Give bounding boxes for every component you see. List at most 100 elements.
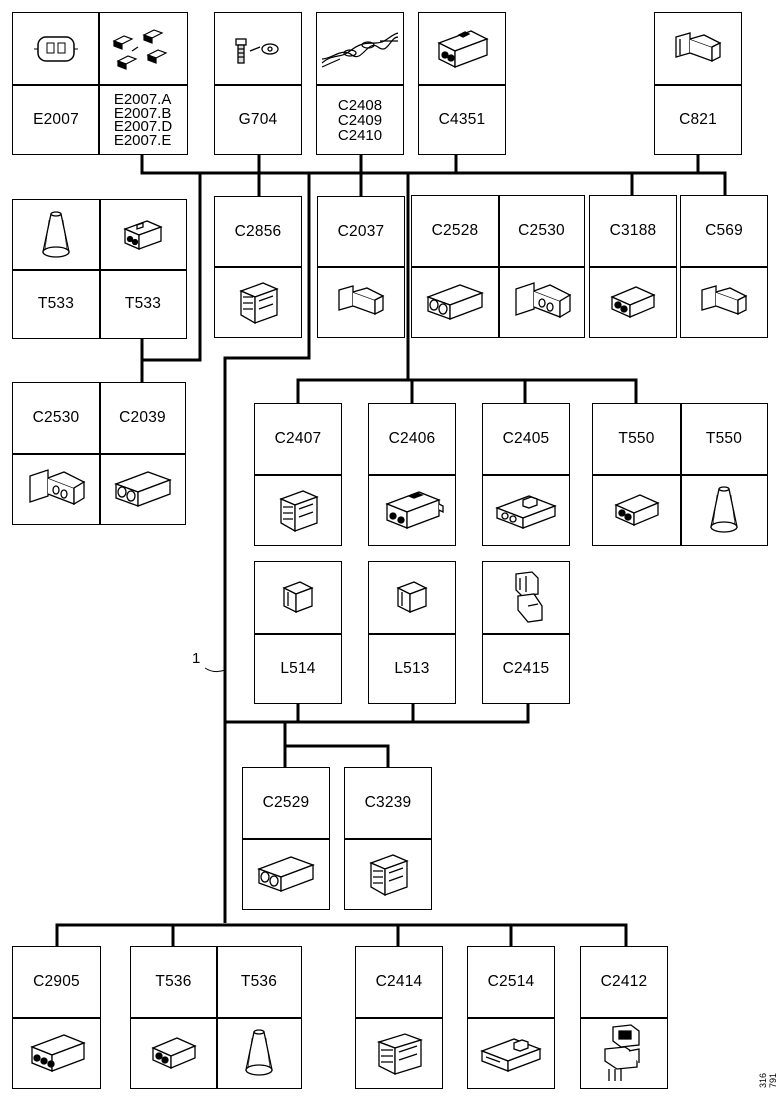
terminal-boot-icon (681, 475, 767, 545)
connector-box-c2528-c2530: C2528 C2530 (411, 195, 585, 338)
callout-1: 1 (192, 650, 201, 667)
housing-connector-icon (100, 200, 186, 269)
label-e2007-a: E2007.A (113, 91, 172, 108)
plug-connector-icon (655, 13, 741, 84)
terminal-boot-icon (217, 1018, 301, 1088)
label-g704: G704 (238, 111, 278, 128)
sealed-connector-icon (255, 475, 341, 545)
label-c4351: C4351 (438, 111, 486, 128)
label-t550-housing: T550 (618, 430, 655, 447)
connector-box-c2408: C2408 C2409 C2410 (316, 12, 404, 155)
square-connector-icon (13, 13, 99, 84)
connector-box-e2007: E2007 E2007.A E2007.B E2007.D E2007.E (12, 12, 188, 155)
three-pin-connector-icon (100, 454, 185, 524)
latch-connector-icon (499, 267, 584, 337)
three-pin-connector-icon (412, 267, 498, 337)
connector-box-c2412: C2412 (580, 946, 668, 1089)
latch-connector-icon (13, 454, 99, 524)
housing-connector-icon (131, 1018, 216, 1088)
label-c2529: C2529 (262, 794, 310, 811)
connector-box-c2856: C2856 (214, 196, 302, 338)
connector-box-c2530-c2039: C2530 C2039 (12, 382, 186, 525)
connector-box-c2037: C2037 (317, 196, 405, 338)
label-t550-boot: T550 (705, 430, 743, 447)
label-l514: L514 (280, 659, 316, 677)
plug-connector-icon (681, 267, 767, 337)
sealed-connector-icon (356, 1018, 442, 1088)
connector-box-l513: L513 (368, 561, 456, 704)
flat-connector-icon (468, 1018, 554, 1088)
plug-connector-icon (318, 267, 404, 337)
label-c2409: C2409 (337, 111, 383, 129)
label-t533-housing: T533 (124, 295, 162, 312)
label-c569: C569 (705, 222, 743, 239)
label-e2007-b: E2007.B (113, 104, 172, 122)
connector-box-t550: T550 T550 (592, 403, 768, 546)
label-e2007-e: E2007.E (113, 131, 172, 149)
label-c2408-group: C2408 C2409 C2410 (338, 98, 382, 143)
connector-box-c2406: C2406 (368, 403, 456, 546)
label-t533-boot: T533 (37, 295, 75, 312)
twisted-wire-splice-icon (317, 13, 403, 84)
connector-box-c2905: C2905 (12, 946, 101, 1089)
housing-connector-icon (590, 267, 676, 337)
connector-box-c821: C821 (654, 12, 742, 155)
connector-box-g704: G704 (214, 12, 302, 155)
label-c2514: C2514 (487, 973, 535, 990)
label-c2037: C2037 (337, 222, 385, 240)
label-c2407: C2407 (274, 430, 322, 447)
connector-box-c2529: C2529 (242, 767, 330, 910)
connector-box-t533: T533 T533 (12, 199, 187, 339)
connector-box-c4351: C4351 (418, 12, 506, 155)
label-c2530-left: C2530 (32, 409, 80, 426)
lamp-socket-icon (369, 562, 455, 633)
terminal-boot-icon (13, 200, 99, 269)
three-pin-connector-icon (243, 839, 329, 909)
lamp-socket-icon (255, 562, 341, 633)
angled-connector-icon (483, 562, 569, 633)
label-c2530-top: C2530 (518, 222, 565, 239)
sealed-connector-icon (215, 267, 301, 337)
ground-bolt-icon (215, 13, 301, 84)
label-e2007: E2007 (33, 111, 79, 128)
label-c2856: C2856 (234, 222, 282, 240)
sealed-connector-icon (345, 839, 431, 909)
label-c2410: C2410 (337, 126, 383, 144)
label-c2408: C2408 (337, 96, 383, 114)
flat-connector-icon (483, 475, 569, 545)
label-e2007-variants: E2007.A E2007.B E2007.D E2007.E (113, 91, 173, 149)
connector-box-c569: C569 (680, 195, 768, 338)
label-c2414: C2414 (375, 973, 423, 990)
label-l513: L513 (394, 659, 430, 677)
label-c2905: C2905 (33, 973, 80, 990)
stacked-connector-icon (581, 1018, 667, 1088)
figure-code: 316 791 (758, 1072, 778, 1088)
multi-pin-connector-icon (13, 1018, 100, 1088)
label-c2406: C2406 (388, 430, 436, 447)
connector-box-c2405: C2405 (482, 403, 570, 546)
label-c2405: C2405 (502, 430, 550, 447)
connector-box-c2415: C2415 (482, 561, 570, 704)
multi-pin-connector-icon (419, 13, 505, 84)
connector-box-c2407: C2407 (254, 403, 342, 546)
label-c2415: C2415 (502, 659, 550, 677)
multi-pin-connector-icon (369, 475, 455, 545)
connector-box-l514: L514 (254, 561, 342, 704)
connector-box-t536: T536 T536 (130, 946, 302, 1089)
label-t536-boot: T536 (240, 973, 278, 990)
label-c3188: C3188 (609, 222, 657, 239)
label-c3239: C3239 (364, 794, 412, 811)
connector-box-c3239: C3239 (344, 767, 432, 910)
terminal-pins-icon (99, 13, 187, 84)
label-e2007-d: E2007.D (113, 118, 173, 135)
housing-connector-icon (593, 475, 680, 545)
connector-box-c3188: C3188 (589, 195, 677, 338)
connector-box-c2514: C2514 (467, 946, 555, 1089)
label-c2039: C2039 (119, 409, 166, 426)
label-c2412: C2412 (600, 973, 648, 990)
label-c821: C821 (679, 111, 717, 128)
label-t536-housing: T536 (155, 973, 192, 990)
connector-box-c2414: C2414 (355, 946, 443, 1089)
label-c2528: C2528 (431, 222, 479, 239)
